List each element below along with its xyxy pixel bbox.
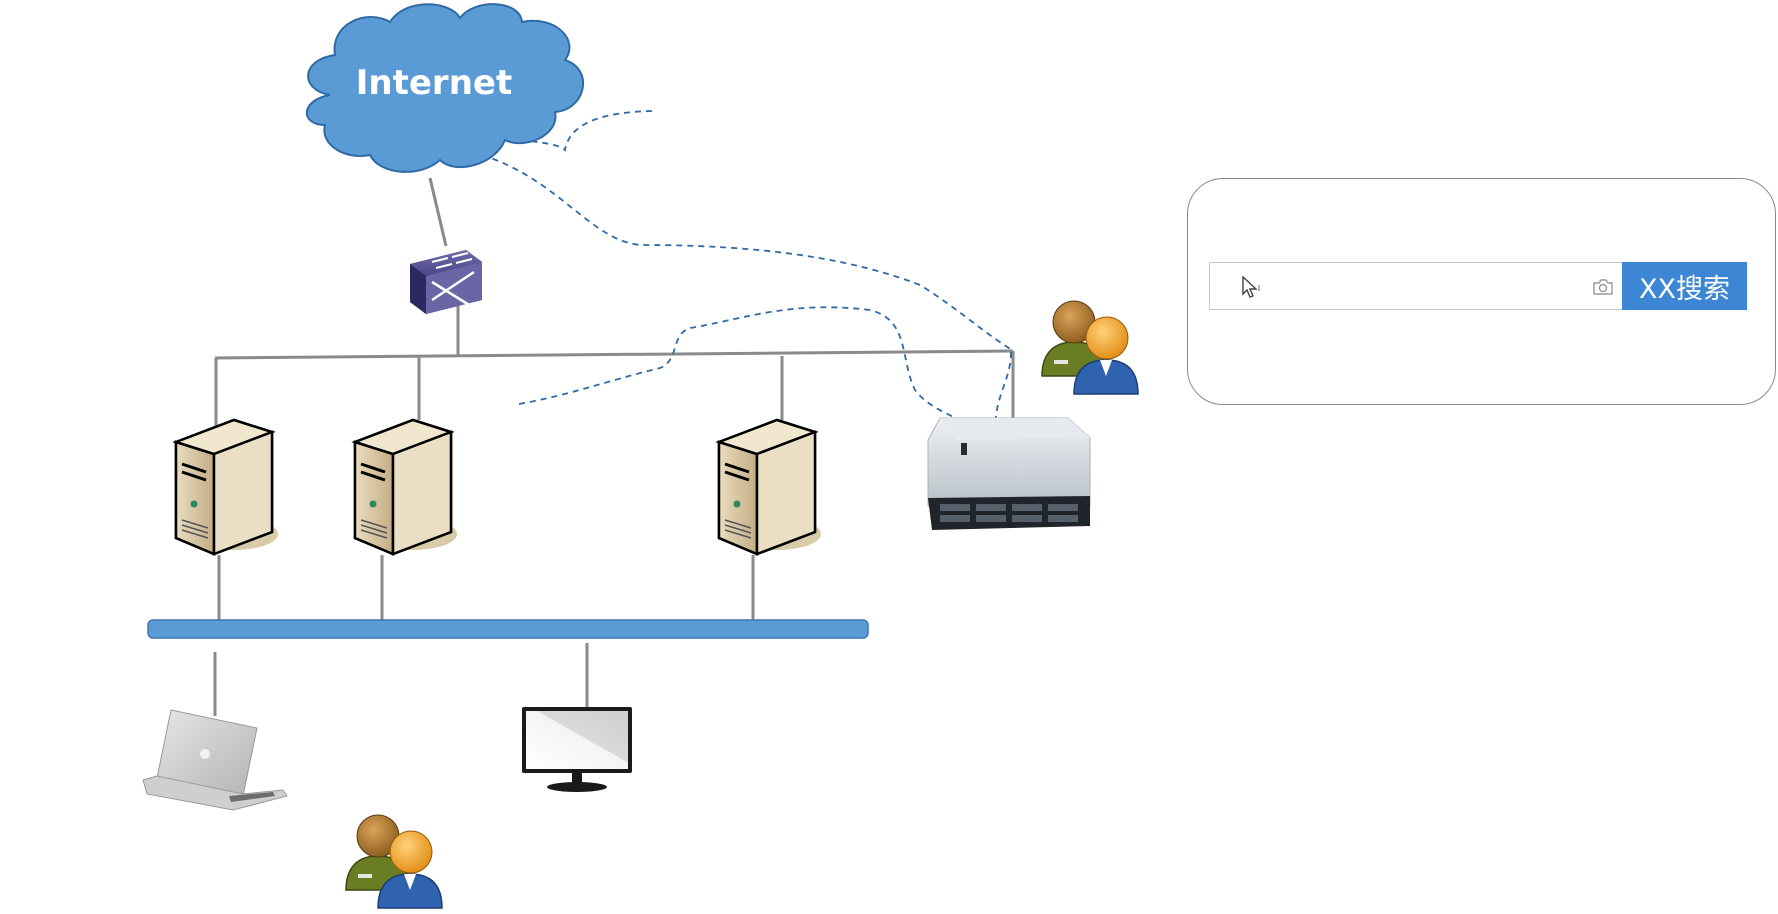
wireless-link-1 xyxy=(479,110,653,152)
wireless-link-2 xyxy=(481,154,1013,351)
search-bar: XX搜索 xyxy=(1209,262,1747,310)
users-icon xyxy=(1041,300,1139,395)
search-panel: XX搜索 xyxy=(1187,178,1776,405)
network-switch-icon xyxy=(410,250,482,314)
laptop xyxy=(142,709,288,811)
cloud-label: Internet xyxy=(356,63,512,103)
rack-server xyxy=(927,417,1091,530)
tower-server-3 xyxy=(715,418,821,556)
monitor-icon xyxy=(522,707,632,792)
laptop-icon xyxy=(142,709,288,811)
wired-links xyxy=(213,177,1015,716)
rack-server-icon xyxy=(927,417,1091,530)
search-input[interactable] xyxy=(1260,263,1600,309)
tower-server-2 xyxy=(351,418,457,556)
backbone-line xyxy=(214,349,1014,360)
internet-cloud: Internet xyxy=(305,3,584,173)
search-button[interactable]: XX搜索 xyxy=(1622,262,1747,310)
camera-icon[interactable] xyxy=(1592,277,1614,297)
search-input-box[interactable] xyxy=(1209,262,1622,310)
wireless-links xyxy=(479,110,1013,436)
network-switch xyxy=(410,250,482,314)
tower-server-icon xyxy=(715,418,821,556)
tower-server-icon xyxy=(351,418,457,556)
users-group-1 xyxy=(1041,300,1139,395)
users-icon xyxy=(345,814,443,909)
cloud-icon xyxy=(305,3,584,173)
cloud-to-switch-link xyxy=(428,177,448,247)
cursor-icon xyxy=(1242,275,1260,298)
users-group-2 xyxy=(345,814,443,909)
wireless-link-3 xyxy=(518,306,1001,436)
tower-server-1 xyxy=(172,418,278,556)
network-bus xyxy=(147,619,869,639)
tower-server-icon xyxy=(172,418,278,556)
monitor xyxy=(522,707,632,792)
